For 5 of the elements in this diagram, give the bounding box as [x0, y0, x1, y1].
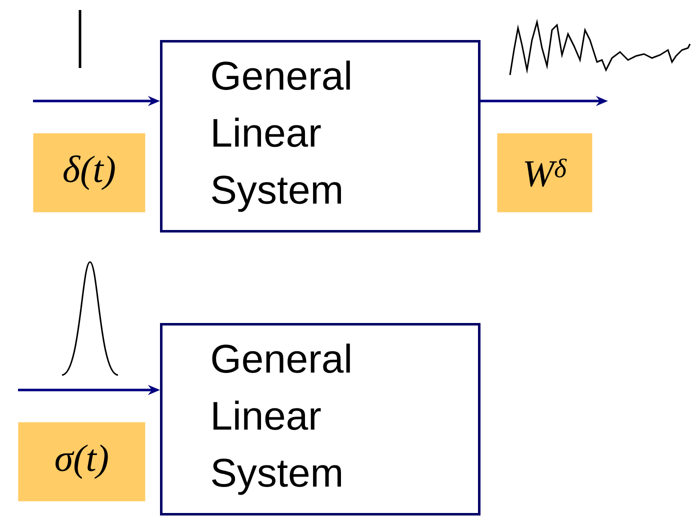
- signal-label: δ(t): [33, 133, 146, 212]
- system-box: General Linear System: [160, 323, 480, 516]
- signal-label: σ(t): [18, 422, 146, 502]
- signal-label: W$^{δ}$: [497, 133, 592, 212]
- system-box: General Linear System: [160, 40, 480, 232]
